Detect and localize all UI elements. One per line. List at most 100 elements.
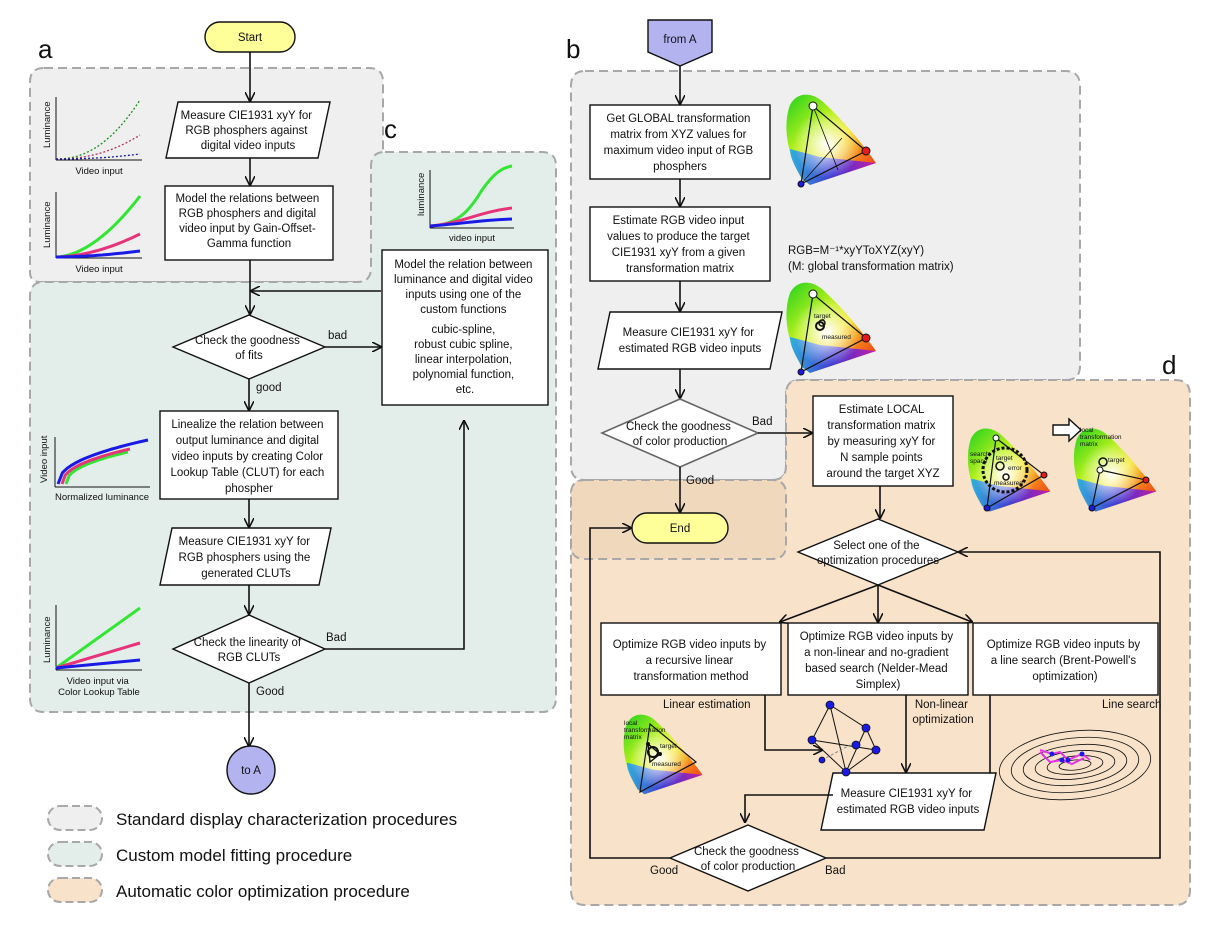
svg-text:Custom model fitting procedure: Custom model fitting procedure bbox=[116, 846, 352, 865]
svg-text:Measure CIE1931 xyY for: Measure CIE1931 xyY for estimated RGB vi… bbox=[619, 327, 762, 355]
cie-diagram-local-matrix: local transformation matrix target bbox=[1073, 427, 1157, 512]
svg-text:Measure CIE1931 xyY for: Measure CIE1931 xyY for RGB phosphers us… bbox=[179, 536, 314, 580]
select-procedure-decision: Select one of the optimization procedure… bbox=[796, 518, 960, 586]
legend-item-custom: Custom model fitting procedure bbox=[47, 841, 352, 867]
estimate-rgb-box: Estimate RGB video input values to produ… bbox=[589, 206, 771, 282]
from-a-connector: from A bbox=[647, 19, 713, 67]
to-a-connector: to A bbox=[226, 745, 276, 795]
lin-bad-label: Bad bbox=[326, 632, 346, 644]
svg-text:Video input: Video input bbox=[39, 435, 50, 483]
measure-cluts-io: Measure CIE1931 xyY for RGB phosphers us… bbox=[159, 527, 332, 586]
panel-label-b: b bbox=[566, 34, 580, 64]
cie-diagram-search-space: search space target error measured bbox=[967, 428, 1051, 512]
svg-text:Linealize the relation between: Linealize the relation between output lu… bbox=[170, 419, 327, 495]
opt-line-search-box: Optimize RGB video inputs by a line sear… bbox=[972, 622, 1159, 696]
svg-text:Standard display characterizat: Standard display characterization proced… bbox=[116, 810, 457, 829]
svg-text:measured: measured bbox=[822, 334, 851, 341]
svg-text:Check the goodness of fi: Check the goodness of fits bbox=[195, 335, 303, 362]
svg-text:measured: measured bbox=[652, 761, 681, 768]
svg-text:Optimize RGB video inputs by: Optimize RGB video inputs by a recursive… bbox=[613, 639, 770, 683]
formula: RGB=M⁻¹*xyYToXYZ(xyY) bbox=[788, 245, 924, 257]
local-matrix-box: Estimate LOCAL transformation matrix by … bbox=[812, 395, 954, 487]
svg-text:Automatic color optimization p: Automatic color optimization procedure bbox=[116, 882, 410, 901]
lin-good-label: Good bbox=[256, 686, 284, 698]
panel-label-c: c bbox=[384, 114, 397, 144]
svg-text:Normalized luminance: Normalized luminance bbox=[55, 492, 149, 503]
svg-text:Luminance: Luminance bbox=[42, 102, 53, 148]
measure-phosphers-text: Measure CIE1931 xyY for RGB phosphers ag… bbox=[181, 110, 316, 152]
svg-text:target: target bbox=[996, 455, 1013, 462]
check-color-decision-b: Check the goodness of color production bbox=[599, 398, 761, 468]
svg-text:Luminance: Luminance bbox=[42, 617, 53, 663]
custom-functions-box: Model the relation between luminance and… bbox=[381, 249, 549, 406]
svg-text:Check the goodness of co: Check the goodness of color production bbox=[626, 421, 734, 448]
opt-nelder-mead-box: Optimize RGB video inputs by a non-linea… bbox=[787, 622, 969, 696]
svg-text:local transformation: local transformation matrix bbox=[1080, 427, 1123, 448]
svg-text:to A: to A bbox=[241, 765, 261, 777]
plot-luminance-video-1: Luminance Video input bbox=[42, 97, 142, 177]
svg-text:Optimize RGB video inputs by: Optimize RGB video inputs by a non-linea… bbox=[800, 631, 957, 691]
svg-text:Video input: Video input bbox=[75, 264, 123, 275]
measure-estimated-io-b: Measure CIE1931 xyY for estimated RGB vi… bbox=[597, 311, 783, 370]
check-linearity-decision: Check the linearity of RGB CLUTs bbox=[171, 614, 327, 684]
svg-text:Estimate RGB video input: Estimate RGB video input values to produ… bbox=[607, 215, 753, 275]
linearize-clut-box: Linealize the relation between output lu… bbox=[159, 410, 339, 500]
label-line-search: Line search bbox=[1102, 699, 1161, 711]
svg-text:luminance: luminance bbox=[416, 173, 427, 216]
cie-diagram-linear-estimation: local transformation matrix target measu… bbox=[623, 714, 703, 795]
svg-text:video input: video input bbox=[449, 233, 495, 244]
legend: Standard display characterization proced… bbox=[47, 805, 457, 903]
svg-text:End: End bbox=[670, 523, 690, 535]
panel-label-d: d bbox=[1162, 350, 1176, 380]
arrow-right-icon bbox=[1052, 417, 1083, 443]
svg-text:Measure CIE1931 xyY for: Measure CIE1931 xyY for estimated RGB vi… bbox=[837, 788, 980, 816]
end-terminator: End bbox=[631, 512, 729, 544]
svg-text:Video input: Video input bbox=[75, 166, 123, 177]
svg-text:Select one of the optimi: Select one of the optimization procedure… bbox=[817, 540, 939, 567]
opt-linear-box: Optimize RGB video inputs by a recursive… bbox=[600, 622, 782, 696]
formula-note: (M: global transformation matrix) bbox=[788, 261, 954, 273]
svg-text:target: target bbox=[660, 743, 677, 750]
svg-text:Get GLOBAL transformation: Get GLOBAL transformation matrix from XY… bbox=[604, 113, 757, 173]
svg-text:target: target bbox=[1108, 457, 1125, 464]
svg-text:error: error bbox=[1008, 465, 1023, 472]
measure-phosphers-io: Measure CIE1931 xyY for RGB phosphers ag… bbox=[165, 101, 331, 159]
svg-text:Model the relations between: Model the relations between RGB phospher… bbox=[175, 193, 322, 250]
bad-label: bad bbox=[328, 330, 347, 342]
svg-text:Model the relation between: Model the relation between luminance and… bbox=[394, 259, 536, 396]
svg-text:Check the linearity of R: Check the linearity of RGB CLUTs bbox=[194, 637, 305, 664]
svg-text:Video input via Color Lo: Video input via Color Lookup Table bbox=[58, 676, 140, 698]
svg-text:Check the goodness of co: Check the goodness of color production bbox=[694, 846, 802, 873]
svg-text:measured: measured bbox=[994, 480, 1023, 487]
check-fits-decision: Check the goodness of fits bbox=[171, 314, 327, 380]
model-gain-offset-gamma-box: Model the relations between RGB phospher… bbox=[164, 185, 334, 261]
d-bad-label: Bad bbox=[825, 865, 845, 877]
legend-item-standard: Standard display characterization proced… bbox=[47, 805, 457, 831]
check-color-decision-d: Check the goodness of color production bbox=[668, 824, 828, 892]
start-terminator: Start bbox=[204, 21, 296, 53]
legend-item-auto: Automatic color optimization procedure bbox=[47, 877, 410, 903]
cie-diagram-global bbox=[786, 94, 876, 188]
svg-text:Estimate LOCAL transform: Estimate LOCAL transformation matrix by … bbox=[826, 404, 939, 480]
good-label: good bbox=[256, 382, 282, 394]
nelder-mead-simplex-icon bbox=[807, 700, 881, 777]
b-good-label: Good bbox=[686, 475, 714, 487]
d-good-label: Good bbox=[650, 865, 678, 877]
measure-estimated-io-d: Measure CIE1931 xyY for estimated RGB vi… bbox=[820, 772, 997, 831]
plot-luminance-clut: Luminance Video input via Color Lookup T… bbox=[42, 605, 142, 698]
line-search-contour-icon bbox=[998, 729, 1152, 801]
b-bad-label: Bad bbox=[752, 416, 772, 428]
svg-text:Luminance: Luminance bbox=[42, 202, 53, 248]
svg-text:local transformation: local transformation matrix bbox=[624, 720, 667, 741]
label-nonlinear: Non-linear optimization bbox=[912, 699, 973, 726]
svg-text:search space: search space bbox=[970, 451, 991, 465]
label-linear-estimation: Linear estimation bbox=[663, 699, 751, 711]
svg-text:from A: from A bbox=[663, 34, 697, 46]
plot-c-luminance: luminance video input bbox=[416, 164, 514, 244]
start-label: Start bbox=[238, 32, 263, 44]
cie-diagram-target: target measured bbox=[786, 282, 876, 376]
svg-text:target: target bbox=[814, 313, 831, 320]
plot-luminance-video-2: Luminance Video input bbox=[42, 192, 142, 275]
plot-video-normalized-luminance: Video input Normalized luminance bbox=[39, 435, 150, 503]
